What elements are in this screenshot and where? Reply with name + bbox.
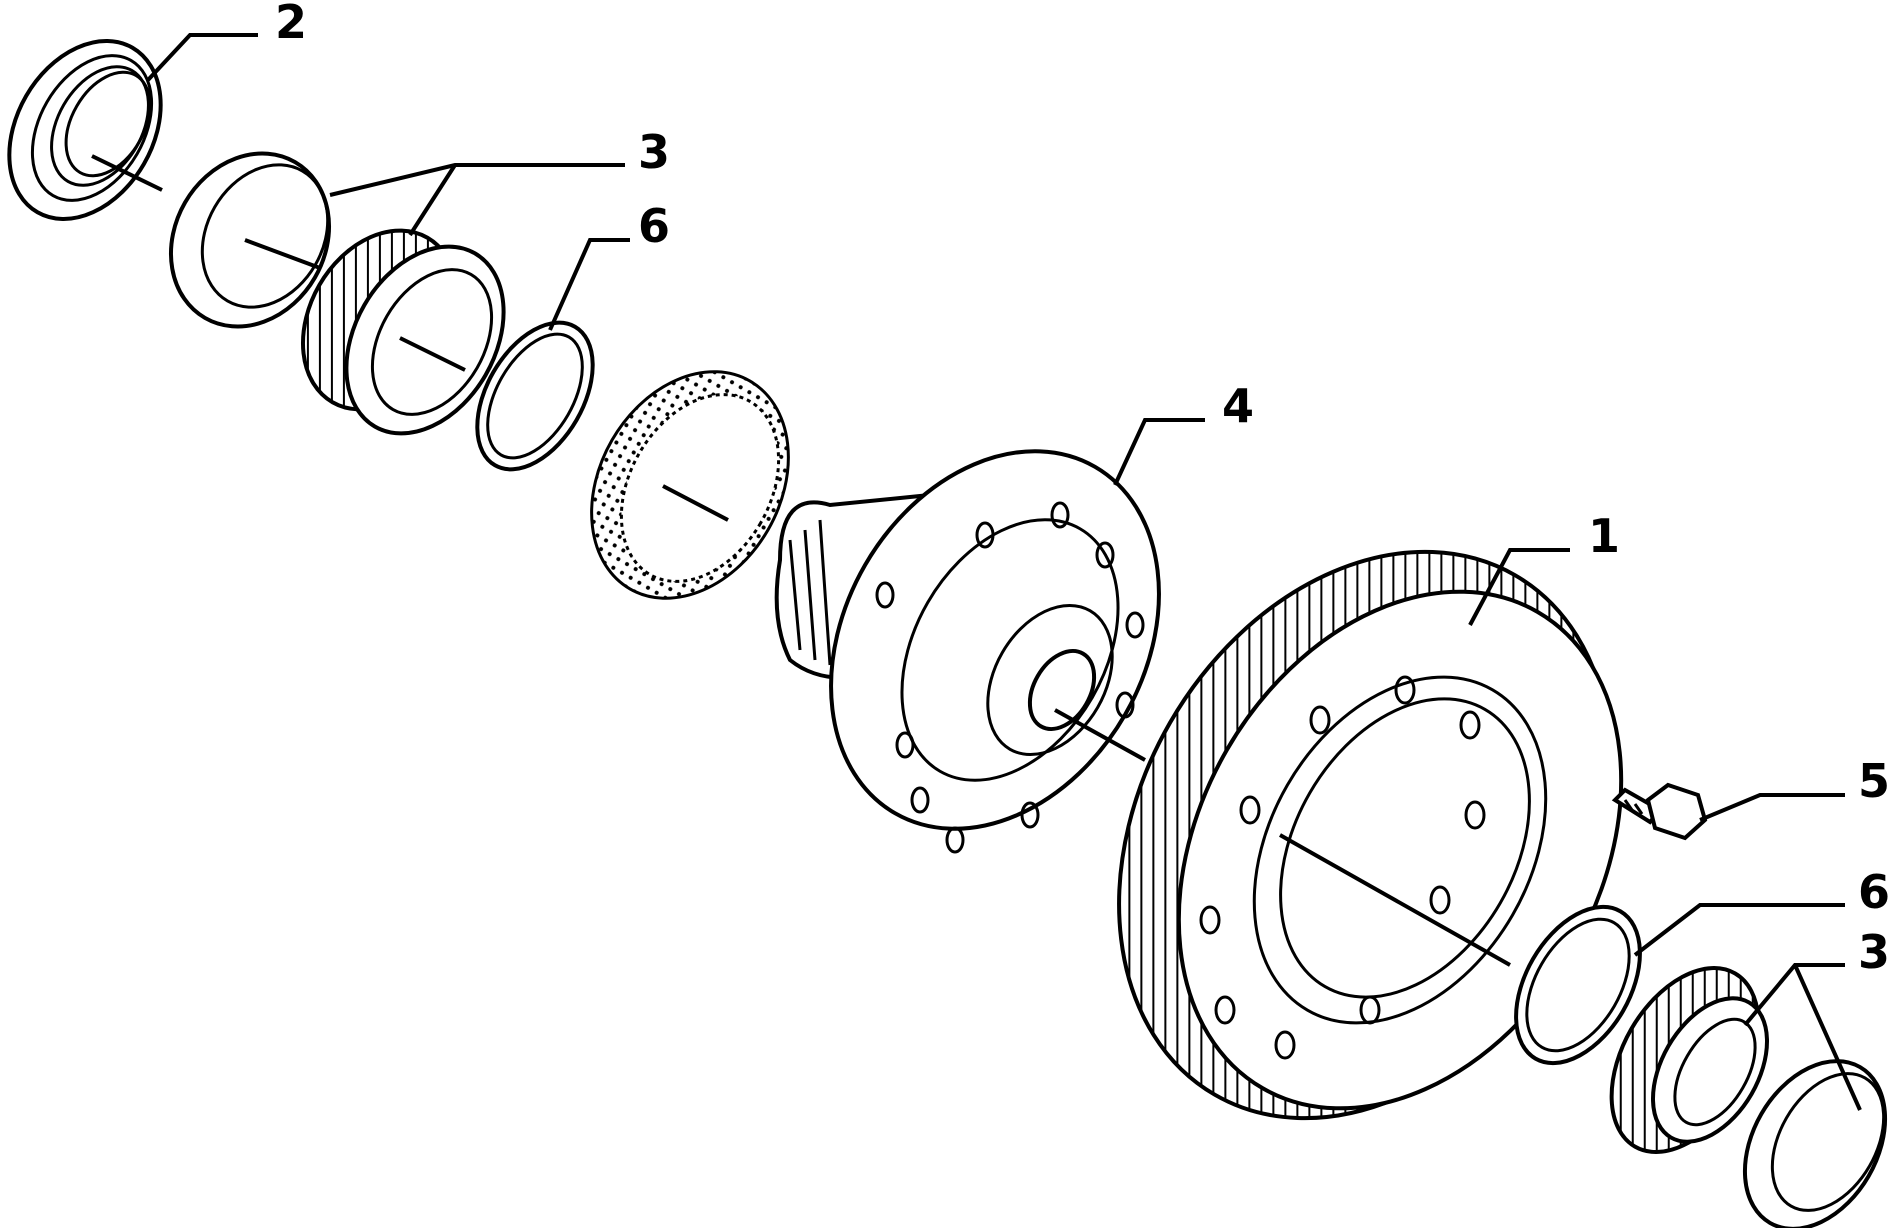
bearing-cone-part-3-upper <box>300 228 506 436</box>
callout-1: 1 <box>1588 509 1620 563</box>
leader-lines <box>146 33 1862 1111</box>
callout-3-lower: 3 <box>1858 925 1890 979</box>
bearing-cup-part-3-upper <box>168 151 332 329</box>
differential-housing-part-4 <box>774 449 1161 854</box>
callout-2: 2 <box>275 0 307 49</box>
bearing-cup-part-3-lower <box>1742 1059 1888 1228</box>
tone-ring <box>590 370 790 600</box>
callout-5: 5 <box>1858 754 1890 808</box>
housing-bolt-holes <box>875 501 1145 854</box>
seal-part-2 <box>7 38 163 222</box>
callout-6-upper: 6 <box>638 199 670 253</box>
shim-part-6-lower <box>1514 904 1642 1066</box>
bearing-cone-part-3-lower <box>1609 966 1769 1154</box>
bolt-part-5 <box>1611 782 1708 841</box>
callout-4: 4 <box>1222 379 1254 433</box>
ring-gear-bolt-holes <box>1199 675 1486 1060</box>
callout-6-lower: 6 <box>1858 865 1890 919</box>
callout-3-upper: 3 <box>638 125 670 179</box>
shim-part-6-upper <box>475 320 595 472</box>
